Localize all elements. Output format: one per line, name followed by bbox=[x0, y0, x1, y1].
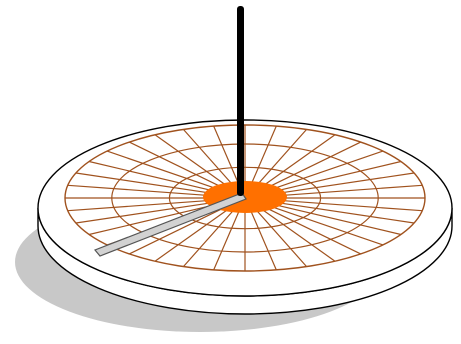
dial-spoke bbox=[88, 202, 224, 236]
dial-spoke bbox=[67, 184, 221, 197]
dial-spoke bbox=[266, 160, 402, 194]
dial-spoke bbox=[269, 184, 423, 197]
dial-spoke bbox=[213, 207, 242, 271]
dial-spoke bbox=[257, 134, 336, 191]
dial-spokes bbox=[65, 125, 425, 271]
gnomon-rod bbox=[237, 6, 244, 196]
dial-spoke bbox=[264, 150, 384, 193]
dial-spoke bbox=[182, 206, 237, 267]
dial-spoke bbox=[129, 141, 230, 192]
dial-spoke bbox=[106, 150, 226, 193]
dial-spoke bbox=[129, 204, 230, 255]
dial-spoke bbox=[266, 202, 402, 236]
dial-spoke bbox=[264, 203, 384, 246]
dial-spoke bbox=[213, 125, 242, 189]
dial-spoke bbox=[248, 207, 277, 271]
dial-spoke bbox=[253, 129, 308, 190]
dial-spoke bbox=[154, 134, 233, 191]
dial-spoke bbox=[67, 199, 221, 212]
shadow-pointer bbox=[94, 192, 247, 257]
dial-spoke bbox=[268, 200, 415, 224]
dial-spoke bbox=[154, 205, 233, 262]
dial-spoke bbox=[75, 200, 222, 224]
dial-spoke bbox=[182, 129, 237, 190]
dial-spoke bbox=[257, 205, 336, 262]
dial-spoke bbox=[88, 160, 224, 194]
dial-spoke bbox=[75, 172, 222, 196]
dial-spoke bbox=[260, 141, 361, 192]
dial-spoke bbox=[268, 172, 415, 196]
dial-spoke bbox=[248, 125, 277, 189]
dial-spoke bbox=[260, 204, 361, 255]
dial-spoke bbox=[253, 206, 308, 267]
dial-spoke bbox=[269, 199, 423, 212]
